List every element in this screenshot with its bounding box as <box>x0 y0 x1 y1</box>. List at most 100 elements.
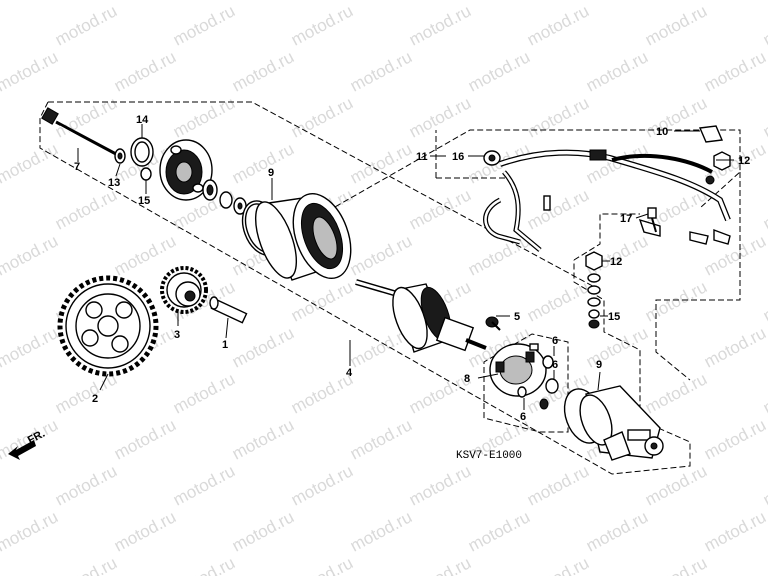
watermark-text: motod.ru <box>52 461 120 509</box>
assembly-outline <box>39 101 741 475</box>
watermark-text: motod.ru <box>406 185 474 233</box>
watermark-text: motod.ru <box>642 369 710 417</box>
watermark-text: motod.ru <box>347 47 415 95</box>
long-bolt-part-7 <box>41 107 117 157</box>
screw-part-5 <box>485 316 501 331</box>
callout-13: 13 <box>108 177 120 189</box>
watermark-text: motod.ru <box>760 277 768 325</box>
watermark-text: motod.ru <box>642 277 710 325</box>
watermark-text: motod.ru <box>347 507 415 555</box>
watermark-text: motod.ru <box>642 553 710 576</box>
watermark-text: motod.ru <box>52 93 120 141</box>
watermark-text: motod.ru <box>406 553 474 576</box>
watermark-text: motod.ru <box>465 47 533 95</box>
watermark-text: motod.ru <box>760 369 768 417</box>
watermark-text: motod.ru <box>111 0 179 4</box>
callout-6-top: 6 <box>552 335 558 347</box>
watermark-text: motod.ru <box>229 415 297 463</box>
callout-9-left: 9 <box>268 167 274 179</box>
watermark-text: motod.ru <box>760 1 768 49</box>
watermark-text: motod.ru <box>642 93 710 141</box>
watermark-text: motod.ru <box>701 415 768 463</box>
gear-part-2 <box>57 275 159 377</box>
watermark-text: motod.ru <box>347 231 415 279</box>
watermark-text: motod.ru <box>347 139 415 187</box>
watermark-text: motod.ru <box>701 0 768 4</box>
watermark-text: motod.ru <box>0 369 2 417</box>
watermark-text: motod.ru <box>0 507 61 555</box>
watermark-text: motod.ru <box>52 1 120 49</box>
watermark-text: motod.ru <box>347 415 415 463</box>
callout-8: 8 <box>464 373 470 385</box>
watermark-text: motod.ru <box>760 93 768 141</box>
watermark-text: motod.ru <box>465 507 533 555</box>
watermark-text: motod.ru <box>0 0 61 4</box>
watermark-text: motod.ru <box>701 47 768 95</box>
watermark-text: motod.ru <box>170 1 238 49</box>
watermark-text: motod.ru <box>0 277 2 325</box>
watermark-text: motod.ru <box>0 139 61 187</box>
watermark-text: motod.ru <box>347 0 415 4</box>
watermark-text: motod.ru <box>0 185 2 233</box>
leader-lines <box>77 124 734 410</box>
watermark-text: motod.ru <box>406 461 474 509</box>
callout-3: 3 <box>174 329 180 341</box>
watermark-text: motod.ru <box>111 507 179 555</box>
watermark-text: motod.ru <box>583 0 651 4</box>
brush-holder-part-8 <box>489 343 547 397</box>
callout-17: 17 <box>620 213 632 225</box>
watermark-text: motod.ru <box>642 1 710 49</box>
watermark-text: motod.ru <box>288 553 356 576</box>
callout-1: 1 <box>222 339 228 351</box>
motor-yoke <box>254 193 352 281</box>
watermark-text: motod.ru <box>170 553 238 576</box>
watermark-text: motod.ru <box>229 507 297 555</box>
callout-6-middle: 6 <box>552 359 558 371</box>
watermark-text: motod.ru <box>229 139 297 187</box>
watermark-text: motod.ru <box>406 1 474 49</box>
watermark-text: motod.ru <box>583 323 651 371</box>
callout-14: 14 <box>136 114 149 126</box>
callout-16: 16 <box>452 151 464 163</box>
washer-part-13 <box>114 148 126 164</box>
watermark-text: motod.ru <box>0 231 61 279</box>
watermark-text: motod.ru <box>465 0 533 4</box>
watermark-text: motod.ru <box>288 461 356 509</box>
watermark-text: motod.ru <box>465 139 533 187</box>
watermark-text: motod.ru <box>524 461 592 509</box>
watermark-text: motod.ru <box>170 461 238 509</box>
watermark-text: motod.ru <box>760 185 768 233</box>
watermark-text: motod.ru <box>524 93 592 141</box>
callout-12-right: 12 <box>610 256 622 268</box>
watermark-text: motod.ru <box>642 461 710 509</box>
watermark-text: motod.ru <box>701 507 768 555</box>
watermark-text: motod.ru <box>229 0 297 4</box>
callout-5: 5 <box>514 311 520 323</box>
shaft-part-1 <box>209 296 248 324</box>
watermark-text: motod.ru <box>760 461 768 509</box>
terminal-part-6 <box>517 355 559 410</box>
watermark-text: motod.ru <box>52 369 120 417</box>
watermark-text: motod.ru <box>583 507 651 555</box>
washer-part-15-left <box>140 167 152 181</box>
watermark-text: motod.ru <box>0 461 2 509</box>
front-cover <box>159 139 213 201</box>
watermark-text: motod.ru <box>52 553 120 576</box>
watermark-text: motod.ru <box>0 553 2 576</box>
callout-11: 11 <box>416 151 428 163</box>
callout-9-right: 9 <box>596 359 602 371</box>
watermark-text: motod.ru <box>0 323 61 371</box>
watermark-text: motod.ru <box>0 93 2 141</box>
watermark-text: motod.ru <box>701 231 768 279</box>
cable-harness <box>483 125 731 252</box>
gear-part-3 <box>160 266 208 314</box>
callout-2: 2 <box>92 393 98 405</box>
watermark-text: motod.ru <box>229 47 297 95</box>
callout-10: 10 <box>656 126 668 138</box>
watermark-text: motod.ru <box>170 93 238 141</box>
o-ring-part-14 <box>130 137 154 167</box>
watermark-text: motod.ru <box>229 323 297 371</box>
watermark-text: motod.ru <box>524 277 592 325</box>
callout-15-right: 15 <box>608 311 620 323</box>
